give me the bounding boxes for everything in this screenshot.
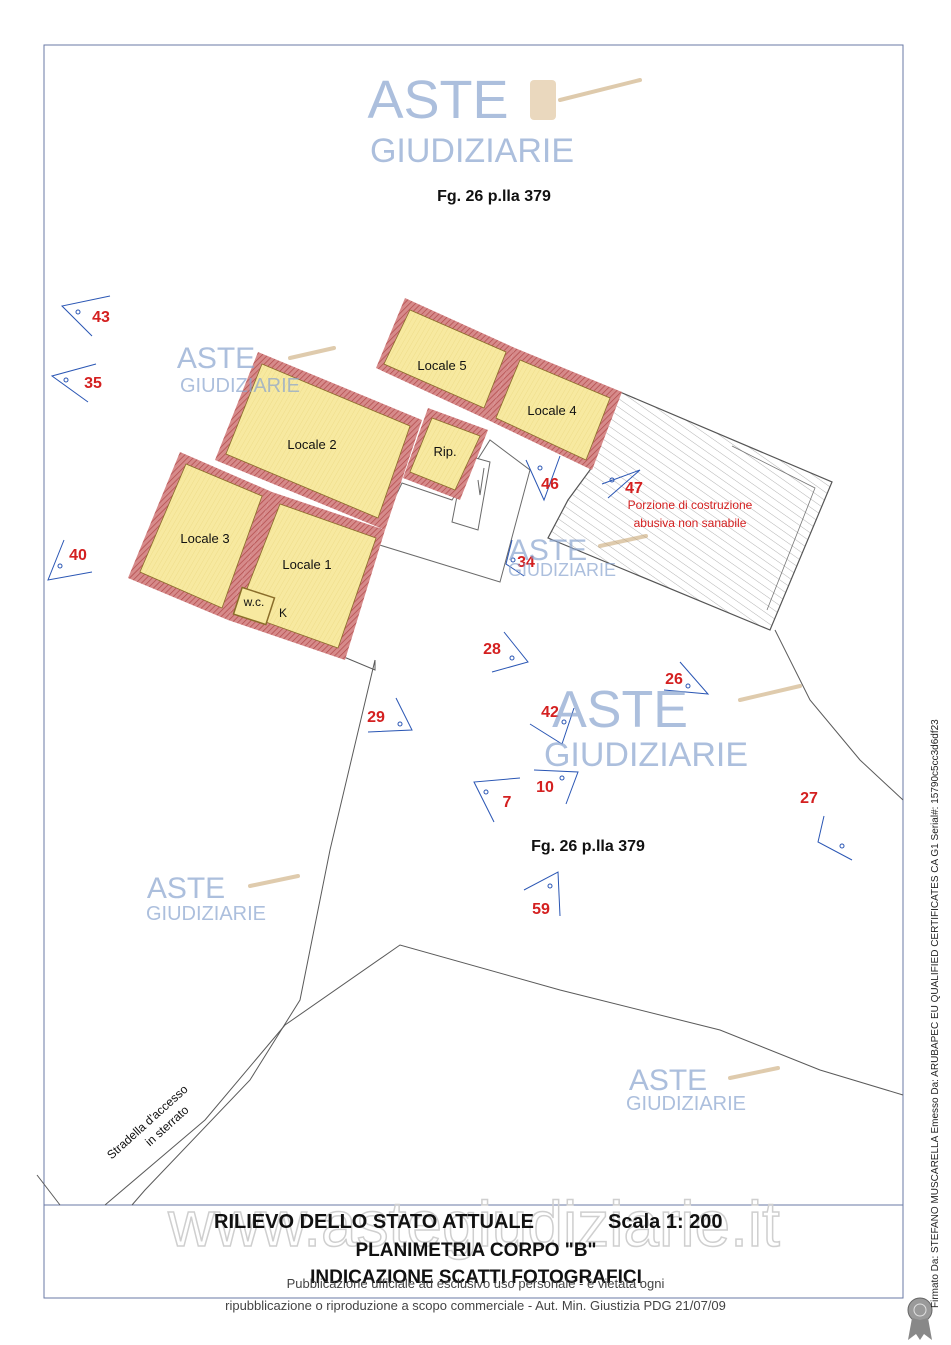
label-k: K	[279, 606, 287, 620]
photo-point-28: 28	[483, 641, 501, 658]
svg-text:GIUDIZIARIE: GIUDIZIARIE	[370, 132, 574, 170]
site-watermark: www.astegiudiziarie.it	[167, 1188, 780, 1260]
svg-text:GIUDIZIARIE: GIUDIZIARIE	[146, 903, 266, 925]
legal-notice-line1: Pubblicazione ufficiale ad esclusivo uso…	[286, 1276, 665, 1291]
digital-signature: Firmato Da: STEFANO MUSCARELLA Emesso Da…	[930, 719, 941, 1308]
watermark-logo: ASTE GIUDIZIARIE ASTE GIUDIZIARIE ASTE G…	[146, 70, 748, 1115]
room-locale3	[139, 463, 263, 609]
camera-35-icon	[50, 363, 97, 403]
photo-point-59: 59	[532, 901, 550, 918]
label-locale3: Locale 3	[180, 531, 229, 546]
room-locale2	[225, 363, 411, 519]
svg-text:GIUDIZIARIE: GIUDIZIARIE	[508, 560, 616, 580]
sheet-frame	[43, 44, 904, 1299]
svg-text:GIUDIZIARIE: GIUDIZIARIE	[544, 736, 748, 774]
photo-point-42: 42	[541, 704, 559, 721]
title-line1: RILIEVO DELLO STATO ATTUALE	[214, 1211, 534, 1233]
camera-29-icon	[367, 697, 413, 733]
room-rip	[409, 417, 481, 491]
room-locale1	[237, 503, 377, 649]
label-locale4: Locale 4	[527, 403, 576, 418]
svg-text:GIUDIZIARIE: GIUDIZIARIE	[180, 375, 300, 397]
terrain-lines	[36, 629, 904, 1206]
camera-40-icon	[47, 539, 93, 581]
photo-point-35: 35	[84, 375, 102, 392]
camera-26-icon	[663, 661, 710, 695]
room-locale4	[495, 359, 611, 461]
svg-text:ASTE: ASTE	[552, 681, 688, 739]
photo-point-47: 47	[625, 480, 643, 497]
room-wc	[232, 586, 276, 626]
parcel-label-top: Fg. 26 p.lla 379	[437, 188, 551, 205]
photo-point-40: 40	[69, 547, 87, 564]
svg-text:ASTE: ASTE	[509, 534, 587, 567]
svg-text:GIUDIZIARIE: GIUDIZIARIE	[626, 1093, 746, 1115]
label-rip: Rip.	[433, 444, 456, 459]
abusive-area-inner	[731, 445, 816, 611]
room-locale5	[383, 309, 507, 409]
svg-text:ASTE: ASTE	[147, 872, 225, 905]
camera-27-icon	[817, 815, 853, 861]
abusive-area	[547, 391, 833, 631]
parcel-label-center: Fg. 26 p.lla 379	[531, 838, 645, 855]
camera-42-icon	[529, 707, 575, 745]
photo-point-29: 29	[367, 709, 385, 726]
abusive-note-line1: Porzione di costruzione	[628, 498, 753, 512]
camera-7-icon	[473, 777, 521, 823]
legal-notice-line2: ripubblicazione o riproduzione a scopo c…	[225, 1298, 726, 1313]
photo-point-43: 43	[92, 309, 110, 326]
camera-10-icon	[533, 769, 579, 805]
label-locale5: Locale 5	[417, 358, 466, 373]
camera-46-icon	[525, 455, 561, 502]
camera-markers	[47, 295, 853, 917]
camera-28-icon	[491, 631, 529, 673]
title-line2: PLANIMETRIA CORPO "B"	[355, 1240, 596, 1261]
camera-47-icon	[601, 469, 641, 499]
svg-text:ASTE: ASTE	[177, 342, 255, 375]
photo-point-27: 27	[800, 790, 818, 807]
photo-point-34: 34	[517, 554, 535, 571]
camera-43-icon	[60, 295, 111, 337]
gavel-icon	[248, 78, 802, 1080]
photo-point-46: 46	[541, 476, 559, 493]
photo-point-10: 10	[536, 779, 554, 796]
svg-text:ASTE: ASTE	[629, 1064, 707, 1097]
title-line3: INDICAZIONE SCATTI FOTOGRAFICI	[310, 1267, 642, 1288]
camera-59-icon	[523, 871, 561, 917]
camera-34-icon	[505, 539, 525, 577]
label-wc: w.c.	[243, 595, 265, 609]
svg-text:ASTE: ASTE	[367, 70, 508, 130]
photo-point-26: 26	[665, 671, 683, 688]
seal-icon	[907, 1297, 933, 1340]
photo-point-7: 7	[503, 794, 512, 811]
title-scale: Scala 1: 200	[608, 1211, 723, 1233]
abusive-note-line2: abusiva non sanabile	[634, 516, 747, 530]
label-locale1: Locale 1	[282, 557, 331, 572]
label-locale2: Locale 2	[287, 437, 336, 452]
